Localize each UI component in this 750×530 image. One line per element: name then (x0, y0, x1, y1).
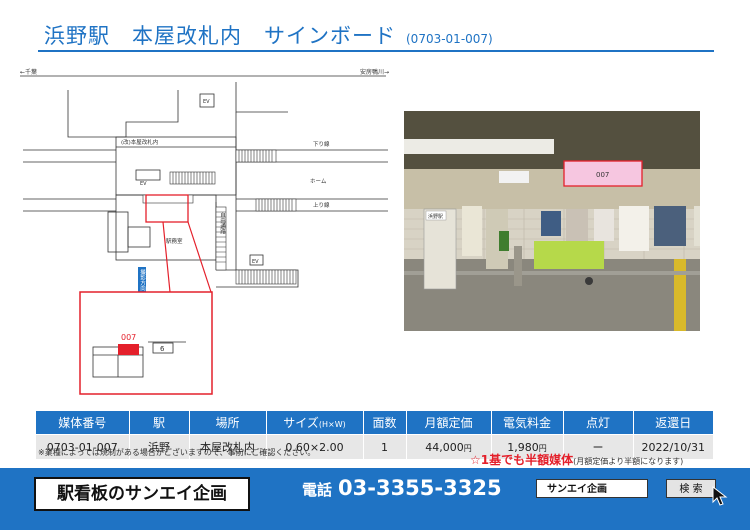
direction-chiba: ←千葉 (20, 68, 37, 76)
phone-number: 03-3355-3325 (338, 476, 502, 500)
photo-board-code: 007 (596, 171, 609, 179)
search-button[interactable]: 検 索 (666, 479, 716, 498)
promo: ☆1基でも半額媒体(月額定価より半額になります) (470, 449, 683, 468)
cell-lighting: ー (563, 434, 634, 459)
phone-label: 電話 (302, 481, 333, 499)
inset-code: 007 (121, 333, 136, 342)
cell-monthly-price: 44,000円 (406, 434, 492, 459)
col-monthly-price: 月額定価 (406, 411, 492, 435)
col-count: 面数 (363, 411, 407, 435)
page-title: 浜野駅 本屋改札内 サインボード (0703-01-007) (44, 20, 493, 50)
map-line-up: 上り線 (313, 201, 330, 209)
cell-size: 0.60×2.00 (266, 434, 364, 459)
sign-location-marker (145, 194, 189, 223)
electric-value: 1,980 (507, 440, 539, 454)
footer-bar: 駅看板のサンエイ企画 電話 03-3355-3325 サンエイ企画 検 索 (0, 468, 750, 530)
map-ev-1: EV (203, 99, 210, 105)
map-gate-label: (改)本屋改札内 (121, 138, 158, 146)
cell-media-number: 0703-01-007 (36, 434, 130, 459)
inset-sign-007 (118, 344, 139, 355)
col-location: 場所 (189, 411, 267, 435)
cell-station: 浜野 (129, 434, 190, 459)
inset-number: 6 (160, 345, 165, 353)
col-size-label: サイズ (283, 416, 319, 430)
cell-return-date: 2022/10/31 (633, 434, 713, 459)
cell-count: 1 (363, 434, 407, 459)
media-info-table: 媒体番号 駅 場所 サイズ(H×W) 面数 月額定価 電気料金 点灯 返還日 0… (36, 411, 713, 459)
price-yen: 円 (463, 443, 472, 453)
phone-contact[interactable]: 電話 03-3355-3325 (302, 476, 502, 500)
col-return-date: 返還日 (633, 411, 713, 435)
map-connecting-passage: 自由通路 (219, 211, 226, 236)
map-ev-2: EV (140, 181, 147, 187)
photo-wall-sign: 浜野駅 (428, 213, 443, 220)
media-code: (0703-01-007) (406, 32, 493, 46)
inset-detail: 007 6 (79, 291, 213, 395)
page-header: 浜野駅 本屋改札内 サインボード (0703-01-007) (38, 14, 714, 52)
map-ev-3: EV (252, 259, 259, 265)
cell-electric-fee: 1,980円 (491, 434, 564, 459)
shooting-direction-label: 撮影方向 (139, 268, 146, 292)
photo-signboard-007 (563, 160, 643, 187)
map-platform: ホーム (310, 178, 327, 185)
search-input[interactable]: サンエイ企画 (536, 479, 648, 498)
map-line-down: 下り線 (313, 140, 330, 148)
map-office: 駅務室 (166, 237, 183, 245)
col-electric-fee: 電気料金 (491, 411, 564, 435)
col-media-number: 媒体番号 (36, 411, 130, 435)
site-photo: 浜野駅 007 (404, 111, 700, 331)
electric-yen: 円 (538, 443, 547, 453)
brand-logo[interactable]: 駅看板のサンエイ企画 (34, 477, 250, 511)
price-value: 44,000 (425, 440, 464, 454)
cell-location: 本屋改札内 (189, 434, 267, 459)
table-row: 0703-01-007 浜野 本屋改札内 0.60×2.00 1 44,000円… (36, 434, 713, 459)
col-size-unit: (H×W) (318, 420, 346, 429)
promo-sub: (月額定価より半額になります) (573, 457, 684, 466)
station-map: ←千葉 安房鴨川→ ( (20, 68, 389, 395)
title-text: 浜野駅 本屋改札内 サインボード (44, 24, 396, 48)
regulation-note: ※業種によっては規制がある場合がございますので、事前にご確認ください。 (38, 448, 316, 457)
col-size: サイズ(H×W) (266, 411, 364, 435)
cursor-icon (712, 486, 728, 506)
direction-awa-kamogawa: 安房鴨川→ (360, 68, 389, 76)
col-station: 駅 (129, 411, 190, 435)
promo-main: ☆1基でも半額媒体 (470, 453, 574, 467)
col-lighting: 点灯 (563, 411, 634, 435)
table-header-row: 媒体番号 駅 場所 サイズ(H×W) 面数 月額定価 電気料金 点灯 返還日 (36, 411, 713, 435)
